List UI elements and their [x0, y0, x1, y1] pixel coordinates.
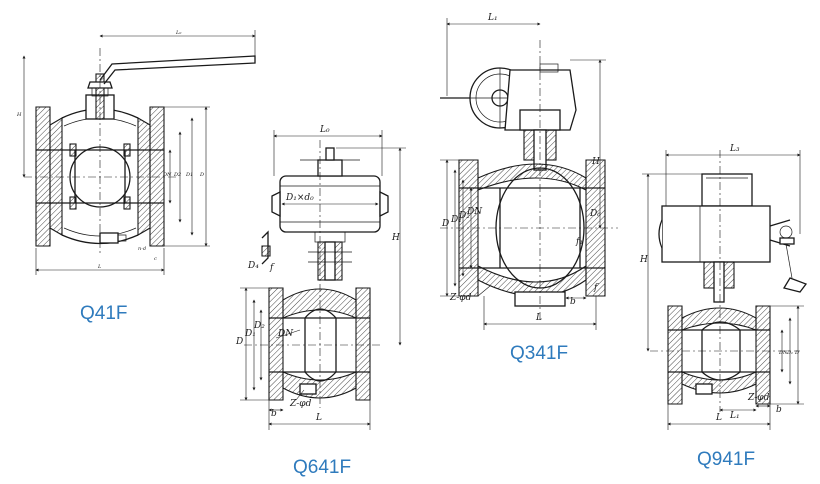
dimension-label: D2	[173, 172, 181, 178]
model-label-q641f: Q641F	[293, 457, 351, 478]
model-label-q341f: Q341F	[510, 343, 568, 364]
svg-text:L₀: L₀	[175, 30, 181, 36]
dimension-label: D1	[185, 172, 193, 178]
dimension-label: H	[16, 112, 22, 118]
dimension-label: DN	[277, 329, 294, 339]
dimension-label: L₁	[487, 13, 498, 23]
dimension-label: D	[441, 219, 449, 229]
q341f-drawing: L₁ H D D₁ D₂ DN D₆ f₁ Z-φd b f L	[440, 13, 618, 330]
dimension-label: L	[715, 413, 722, 423]
dimension-label: D₁	[244, 329, 256, 339]
dimension-label: Z-φd	[449, 293, 472, 303]
dimension-label: D	[794, 350, 799, 356]
dimension-label: b	[776, 405, 782, 415]
dimension-label: H	[591, 157, 600, 167]
dimension-label: n-d	[138, 246, 146, 252]
dimension-label: c	[154, 256, 157, 262]
dimension-label: f₁	[575, 237, 583, 247]
dimension-label: Z-φd	[747, 393, 770, 403]
dimension-label: b	[570, 297, 576, 307]
dimension-label: DN	[162, 172, 172, 178]
dimension-label: L	[535, 313, 542, 323]
dimension-label: D₁	[450, 215, 462, 225]
dimension-label: H	[391, 233, 400, 243]
dimension-label: D₄	[247, 261, 259, 271]
model-label-q941f: Q941F	[697, 449, 755, 470]
dimension-label: L₀	[319, 125, 330, 135]
dimension-label: f	[269, 263, 275, 273]
dimension-label: D	[235, 337, 243, 347]
q641f-drawing: D₁×d₀ L₀ H D₄	[235, 125, 406, 430]
dimension-label: D₂	[253, 321, 265, 331]
dimension-label: D	[199, 172, 204, 178]
dimension-label: D₁	[786, 350, 793, 356]
model-label-q41f: Q41F	[80, 303, 128, 324]
dimension-label: L	[315, 413, 322, 423]
dimension-label: D₆	[589, 209, 601, 219]
dimension-label: DN	[778, 350, 788, 356]
dimension-label: L₁	[729, 411, 740, 421]
q41f-drawing: L₀ L H D D1 D2 DN n-d c	[16, 30, 256, 275]
q941f-drawing: L₃ H DN D₁ D L₁ Z-φd b L	[639, 144, 808, 430]
dimension-label: D₂	[458, 211, 470, 221]
dimension-label: D₁×d₀	[285, 193, 314, 203]
dimension-label: b	[271, 409, 277, 419]
dimension-label: f	[593, 283, 599, 293]
dimension-label: L	[97, 264, 102, 270]
dimension-label: DN	[466, 207, 483, 217]
dimension-label: Z-φd	[289, 399, 312, 409]
dimension-label: H	[639, 255, 648, 265]
dimension-label: L₃	[729, 144, 740, 154]
